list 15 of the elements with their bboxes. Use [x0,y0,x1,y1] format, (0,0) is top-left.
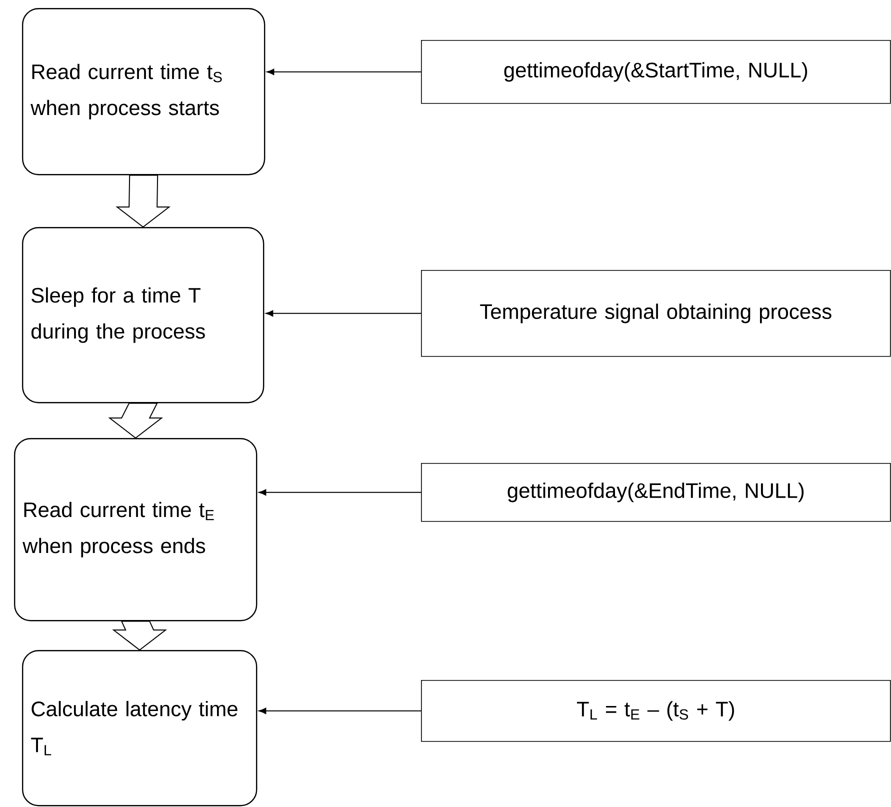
block-arrow [108,402,164,439]
arrow [266,68,422,76]
process-box: Read current time t$_{S}$ when process starts [22,8,266,176]
arrow [258,708,422,714]
input-box: gettimeofday(&StartTime, NULL) [421,40,891,104]
block-arrow [116,174,171,228]
input-box: Temperature signal obtaining process [421,270,891,357]
process-box: Calculate latency time T$_{L}$ [22,650,258,806]
block-arrow [112,620,168,651]
arrow [266,310,422,317]
input-box: T$_{L}$ = t$_{E}$ – (t$_{S}$ + T) [421,680,891,742]
arrow [258,489,422,496]
process-box: Read current time t$_{E}$ when process ends [14,438,258,622]
input-box: gettimeofday(&EndTime, NULL) [421,463,891,522]
process-box: Sleep for a time T during the process [22,227,264,404]
